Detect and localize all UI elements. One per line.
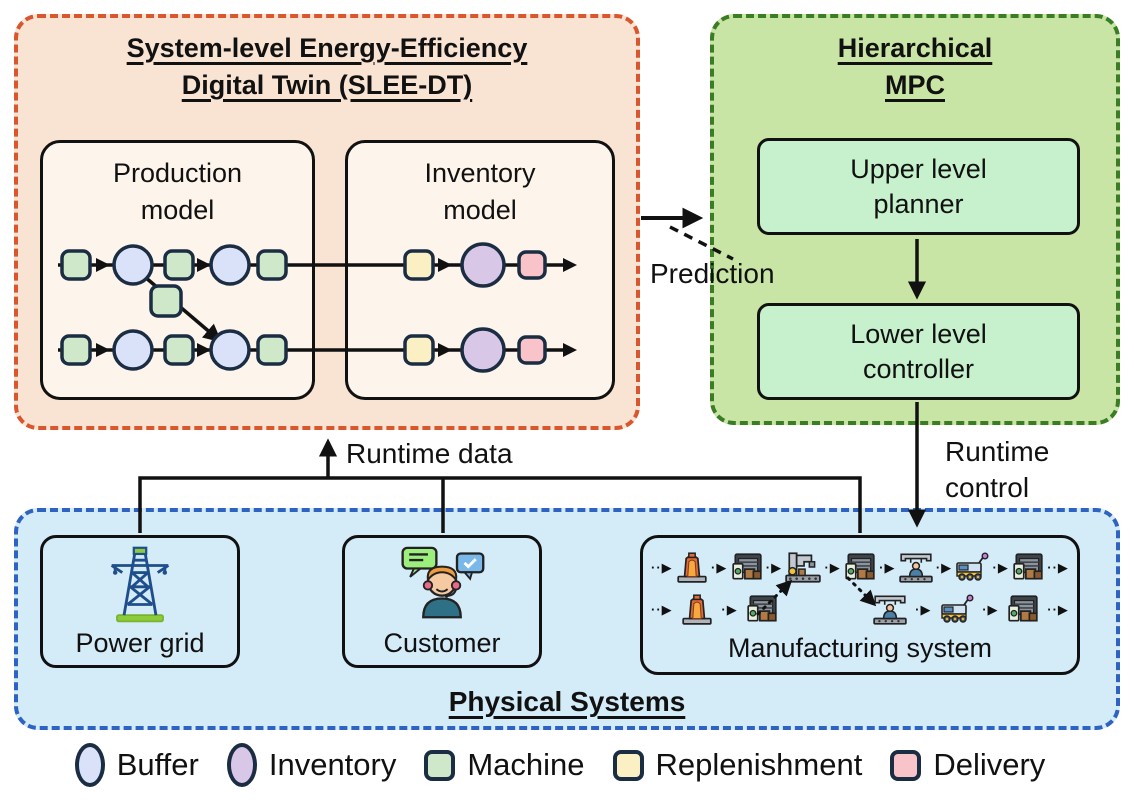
dotted-arrow: ··▶ (1047, 601, 1069, 617)
assembly-icon (872, 592, 908, 626)
customer-box: Customer (342, 535, 542, 668)
rover-icon (939, 594, 975, 624)
warehouse-icon (843, 550, 877, 584)
runtime-control-label: Runtime control (945, 434, 1049, 506)
inventory-model-title-line2: model (443, 195, 517, 225)
power-grid-label: Power grid (75, 628, 205, 658)
dotted-arrow: ·▶ (721, 601, 738, 617)
dotted-arrow: ··▶ (1047, 559, 1069, 575)
dotted-arrow: ·▶ (765, 559, 783, 575)
dotted-arrow: ·▶ (982, 601, 999, 617)
dotted-arrow: ·▶ (824, 559, 841, 575)
warehouse-icon (1011, 550, 1045, 584)
warehouse-icon (730, 550, 764, 584)
dotted-arrow: ··▶ (651, 601, 673, 617)
rover-icon (954, 552, 990, 582)
runtime-data-label: Runtime data (346, 438, 513, 469)
physical-systems-title: Physical Systems (448, 686, 686, 717)
slee-dt-title-line1: System-level Energy-Efficiency (126, 33, 528, 63)
legend-label: Delivery (933, 747, 1046, 782)
upper-level-planner-line1: Upper level (850, 153, 987, 184)
legend-item-replenishment: Replenishment (612, 747, 863, 783)
slee-dt-title-line2: Digital Twin (SLEE-DT) (181, 70, 473, 100)
manufacturing-flow-row-1: ··▶ ·▶ ·▶ ·▶ ·▶ ·▶ ·▶ ··▶ (651, 546, 1069, 588)
delivery-marker (890, 749, 922, 781)
furnace-icon (675, 549, 709, 585)
runtime-control-line1: Runtime (945, 436, 1050, 467)
lower-level-controller-box: Lower level controller (757, 303, 1080, 400)
dotted-arrow: ·▶ (935, 559, 953, 575)
inventory-model-box: Inventory model (345, 140, 615, 400)
buffer-marker (74, 743, 105, 787)
customer-label: Customer (383, 628, 501, 658)
warehouse-icon (745, 592, 779, 626)
physical-systems-container (14, 508, 1120, 730)
legend-item-inventory: Inventory (226, 743, 397, 787)
legend-label: Replenishment (655, 747, 863, 782)
inventory-marker (226, 743, 257, 787)
manufacturing-flow-row-2: ··▶ ·▶ ·▶ ·▶ ··▶ (651, 588, 1069, 630)
lower-level-controller-line1: Lower level (850, 318, 987, 349)
dotted-arrow: ··▶ (651, 559, 673, 575)
power-grid-icon (43, 546, 237, 624)
prediction-label: Prediction (650, 258, 775, 289)
production-model-title-line1: Production (112, 158, 243, 188)
machine-marker (424, 749, 456, 781)
customer-icon (345, 546, 539, 621)
furnace-icon (680, 591, 714, 627)
legend-item-delivery: Delivery (890, 747, 1045, 783)
dotted-arrow: ·▶ (711, 559, 728, 575)
assembly-icon (898, 550, 934, 584)
dotted-arrow: ·▶ (992, 559, 1009, 575)
dotted-arrow: ·▶ (915, 601, 932, 617)
machine-icon (784, 550, 822, 584)
production-model-title-line2: model (140, 195, 215, 225)
production-model-box: Production model (40, 140, 315, 400)
lower-level-controller-line2: controller (862, 353, 975, 384)
upper-level-planner-box: Upper level planner (757, 138, 1080, 235)
power-grid-box: Power grid (40, 535, 240, 668)
manufacturing-system-box: ··▶ ·▶ ·▶ ·▶ ·▶ ·▶ ·▶ ··▶ ··▶ ·▶ ·▶ ·▶ ··▶ Manufact… (640, 535, 1080, 675)
hierarchical-mpc-title: Hierarchical MPC (714, 18, 1116, 104)
legend-label: Inventory (268, 747, 397, 782)
warehouse-icon (1006, 592, 1040, 626)
manufacturing-system-label: Manufacturing system (727, 633, 993, 663)
inventory-model-title-line1: Inventory (424, 158, 536, 188)
legend-label: Buffer (116, 747, 199, 782)
slee-dt-title: System-level Energy-Efficiency Digital T… (18, 18, 636, 104)
legend-label: Machine (467, 747, 585, 782)
legend-item-machine: Machine (424, 747, 585, 783)
legend-item-buffer: Buffer (74, 743, 199, 787)
mpc-title-line2: MPC (885, 70, 945, 100)
mpc-title-line1: Hierarchical (837, 33, 993, 63)
replenishment-marker (612, 749, 644, 781)
upper-level-planner-line2: planner (873, 188, 964, 219)
runtime-control-line2: control (945, 472, 1030, 503)
legend: Buffer Inventory Machine Replenishment Deliv… (0, 743, 1134, 787)
dotted-arrow: ·▶ (879, 559, 896, 575)
